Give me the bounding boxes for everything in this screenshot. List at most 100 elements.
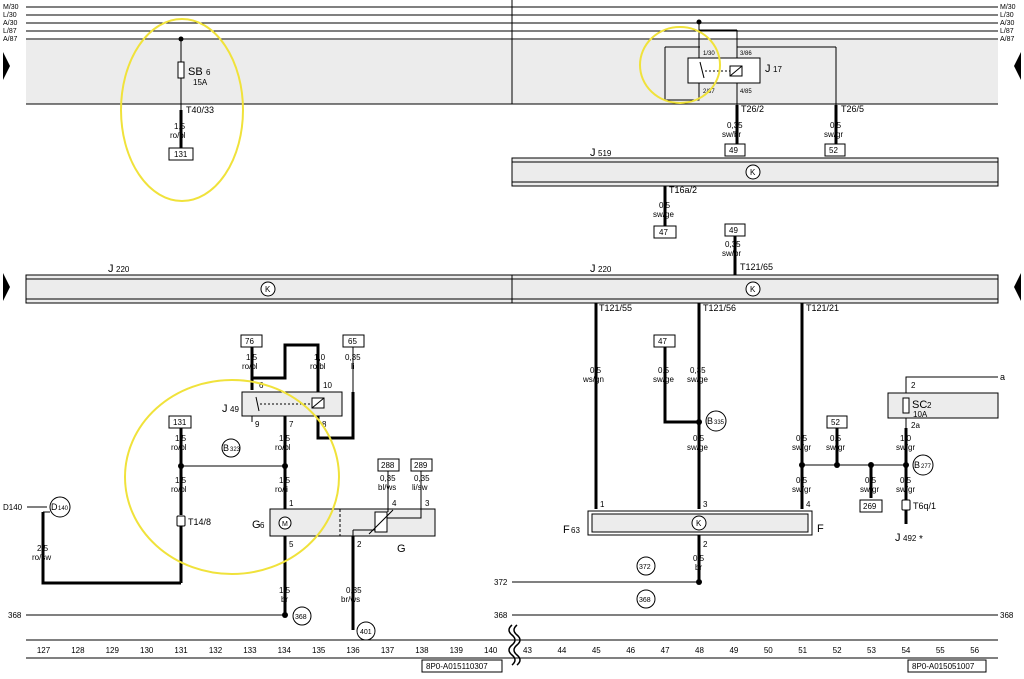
d140-label: D140 (3, 503, 23, 512)
splice-b335[interactable] (705, 410, 727, 432)
fuse-sc2-pin2a: 2a (911, 421, 920, 430)
wire-size-j17-1: 0,35 (727, 121, 743, 130)
rail-label-right-4: A/87 (1000, 36, 1015, 43)
relay-j17[interactable] (687, 57, 761, 84)
right-arrow-top[interactable] (1014, 52, 1021, 80)
relay-j49-pin9: 9 (255, 420, 260, 429)
column-number-132: 132 (209, 646, 223, 655)
connector-t121-21: T121/21 (806, 303, 839, 313)
ref-131-top[interactable]: 131 (174, 150, 188, 159)
j220-left-name: J (108, 263, 114, 275)
right-arrow-mid[interactable] (1014, 273, 1021, 301)
sensor-f63-pin1: 1 (600, 500, 605, 509)
sensor-g-pin4: 4 (392, 499, 397, 508)
splice-b335-sub: 335 (714, 420, 725, 426)
rail-label-left-4: A/87 (3, 36, 18, 43)
relay-j49-name: J (222, 403, 228, 415)
sensor-g-pin3: 3 (425, 499, 430, 508)
relay-j49-sub: 49 (230, 405, 239, 414)
wire-size-j220-top: 0,35 (725, 240, 741, 249)
wire-color-288: bl/ws (378, 483, 396, 492)
j220-right-name: J (590, 263, 596, 275)
wire-size-76: 1,5 (246, 353, 258, 362)
relay-j17-name: J (765, 63, 771, 75)
connector-t121-55: T121/55 (599, 303, 632, 313)
wire-size-47: 0,5 (658, 366, 670, 375)
module-j492-star: * (919, 534, 923, 545)
ref-49-j220[interactable]: 49 (729, 226, 738, 235)
wire-color-t6q: sw/gr (896, 485, 915, 494)
column-number-139: 139 (450, 646, 464, 655)
ref-49-j17[interactable]: 49 (729, 146, 738, 155)
ref-52-lower[interactable]: 52 (831, 418, 840, 427)
ref-65[interactable]: 65 (348, 337, 357, 346)
left-arrow-top[interactable] (3, 52, 10, 80)
rail-label-right-3: L/87 (1000, 28, 1014, 35)
wire-color-f63-4: sw/gr (792, 485, 811, 494)
rail-label-left-1: L/30 (3, 12, 17, 19)
fuse-sc2[interactable] (902, 397, 910, 414)
column-number-133: 133 (243, 646, 257, 655)
splice-b277-sub: 277 (921, 464, 932, 470)
splice-b277[interactable] (912, 454, 934, 476)
rails: M/30 L/30 A/30 L/87 A/87 M/30 L/30 A/30 … (3, 0, 1016, 105)
relay-j17-pin-br: 4/85 (740, 89, 752, 95)
svg-text:K: K (750, 285, 756, 294)
sensor-f63-pin2: 2 (703, 540, 708, 549)
ref-47-lower[interactable]: 47 (658, 337, 667, 346)
ref-288[interactable]: 288 (381, 461, 395, 470)
column-number-130: 130 (140, 646, 154, 655)
connector-d140[interactable] (49, 496, 71, 518)
ref-269[interactable]: 269 (863, 502, 877, 511)
column-number-48: 48 (695, 646, 704, 655)
column-number-140: 140 (484, 646, 498, 655)
wire-color-j220-top: sw/br (722, 249, 741, 258)
fuse-sb6[interactable] (177, 61, 185, 79)
relay-j49-pin10: 10 (323, 381, 332, 390)
wire-size-rl: 1,0 (314, 353, 326, 362)
ref-47-j519[interactable]: 47 (659, 228, 668, 237)
ref-372-circle[interactable] (636, 556, 656, 576)
relay-j49-pin6: 6 (259, 381, 264, 390)
wire-color-brws: br/ws (341, 595, 360, 604)
ref-289[interactable]: 289 (414, 461, 428, 470)
relay-j17-pin-tr: 3/86 (740, 51, 752, 57)
j519-k-icon (745, 164, 761, 180)
ref-372-circle-text: 372 (639, 564, 651, 571)
ref-52-j17[interactable]: 52 (829, 146, 838, 155)
left-arrow-mid[interactable] (3, 273, 10, 301)
ref-131-lower[interactable]: 131 (173, 418, 187, 427)
wire-color-wsgn: ws/gn (582, 375, 604, 384)
sensor-f63-pin4: 4 (806, 500, 811, 509)
wire-color-li: ro/li (275, 485, 288, 494)
sensor-f63-name: F (563, 524, 570, 536)
motor-g6-pin5: 5 (289, 540, 294, 549)
highlight-circle-sb6 (120, 18, 244, 202)
wire-size-lower: 1,5 (175, 476, 187, 485)
sensor-f63-pin3: 3 (703, 500, 708, 509)
column-number-127: 127 (37, 646, 51, 655)
wire-size-j17-2: 0,5 (830, 121, 842, 130)
sensor-f-name: F (817, 523, 824, 535)
column-number-49: 49 (729, 646, 738, 655)
fuse-sb6-rating: 15A (193, 78, 208, 87)
splice-b323-name: B (223, 443, 229, 453)
wire-color-swge-top: sw/ge (687, 375, 708, 384)
motor-g6-pin1: 1 (289, 499, 294, 508)
wire-size-brws: 0,35 (346, 586, 362, 595)
fuse-sb6-sub: 6 (206, 68, 211, 77)
wire-color-52: sw/gr (826, 443, 845, 452)
wire-size-sc2: 1,0 (900, 434, 912, 443)
wire-color-br: br (281, 595, 288, 604)
rail-label-left-3: L/87 (3, 28, 17, 35)
fuse-sc2-pin2: 2 (911, 381, 916, 390)
relay-j17-pin-tl: 1/30 (703, 51, 715, 57)
motor-g6-sub: 6 (260, 521, 265, 530)
j519-sub: 519 (598, 149, 612, 158)
ref-76[interactable]: 76 (245, 337, 254, 346)
wire-color-65: li (351, 362, 355, 371)
wire-color-rosw: ro/sw (32, 553, 51, 562)
ref-368-circle-left[interactable] (292, 606, 312, 626)
splice-b323[interactable] (221, 438, 241, 458)
ref-368-circle-right[interactable] (636, 589, 656, 609)
